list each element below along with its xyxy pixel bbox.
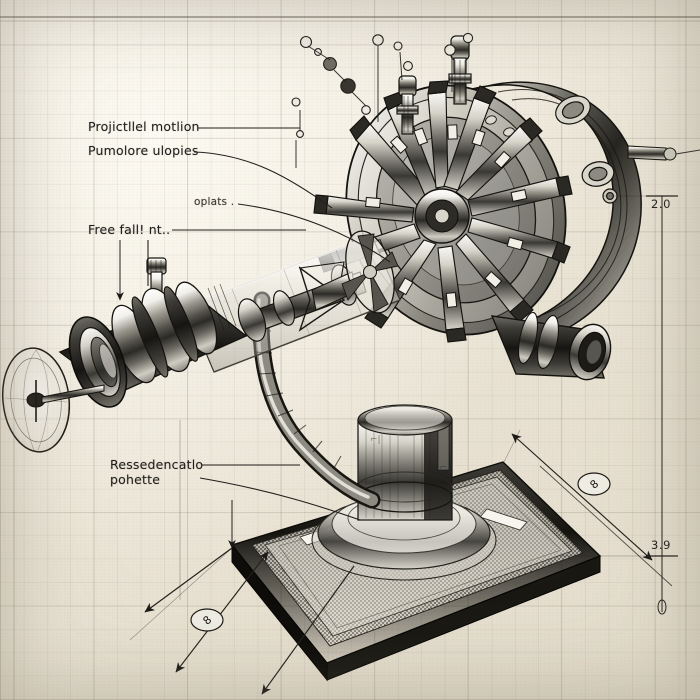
projectile-trajectory-dots <box>291 32 474 168</box>
dimension-badge-lower-right: 8 <box>577 472 611 496</box>
dimension-lines <box>129 195 678 695</box>
impeller-fan <box>341 230 399 314</box>
exhaust-nozzle <box>490 311 612 381</box>
svg-text:⌐|: ⌐| <box>370 435 381 445</box>
dimension-value-top: 2.0 <box>651 197 672 211</box>
dimension-value-bottom: 3.9 <box>651 538 672 552</box>
callout-leader-lines <box>116 127 391 521</box>
lens-barrel <box>58 281 248 408</box>
callout-projectile-motion: Projictllel motlion <box>88 119 200 134</box>
callout-resonance-line-1: Ressedencatlo <box>110 457 204 472</box>
callout-oplats: oplats . <box>194 196 235 208</box>
callout-pendulum-slopes: Pumolore ulopies <box>88 143 199 158</box>
callout-resonance-line-2: pohette <box>110 472 161 487</box>
drive-shaft <box>237 261 367 342</box>
svg-text:⌐⌐: ⌐⌐ <box>432 463 447 473</box>
dimension-badge-lower-left: 8 <box>190 608 224 632</box>
callout-free-fall: Free fall! nt.. <box>88 222 171 237</box>
objective-disc <box>1 347 105 453</box>
side-spigot <box>627 145 700 161</box>
